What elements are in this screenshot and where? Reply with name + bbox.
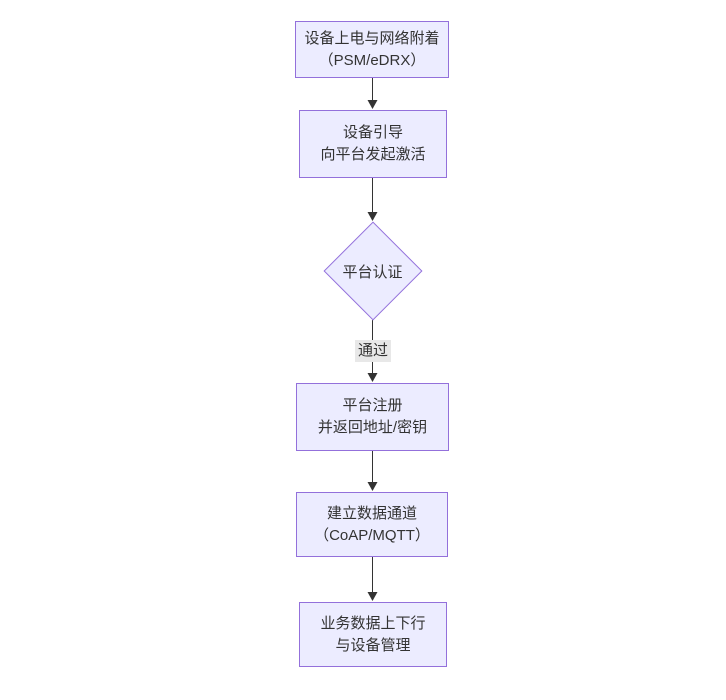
node-data-channel: 建立数据通道 （CoAP/MQTT） (296, 492, 448, 557)
node-power-attach-line1: 设备上电与网络附着 (304, 29, 440, 47)
node-bootstrap-line2: 向平台发起激活 (320, 146, 426, 163)
node-data-channel-line2: （CoAP/MQTT） (314, 526, 430, 544)
node-register-line2: 并返回地址/密钥 (317, 419, 428, 436)
node-bootstrap: 设备引导 向平台发起激活 (299, 110, 447, 178)
node-platform-auth-label: 平台认证 (342, 263, 403, 281)
node-power-attach: 设备上电与网络附着 （PSM/eDRX） (295, 21, 449, 78)
edge-register-to-channel (367, 451, 378, 491)
node-business: 业务数据上下行 与设备管理 (299, 602, 447, 667)
edge-power-to-bootstrap (367, 78, 378, 109)
edge-label-pass: 通过 (354, 340, 392, 362)
node-power-attach-line2: （PSM/eDRX） (318, 51, 426, 69)
node-bootstrap-line1: 设备引导 (342, 124, 403, 141)
node-platform-auth: 平台认证 (322, 221, 423, 321)
node-business-line2: 与设备管理 (335, 636, 411, 654)
node-business-line1: 业务数据上下行 (320, 614, 426, 632)
edge-channel-to-business (367, 557, 378, 601)
node-register-line1: 平台注册 (342, 397, 403, 414)
node-register: 平台注册 并返回地址/密钥 (296, 383, 449, 451)
node-data-channel-line1: 建立数据通道 (326, 504, 417, 522)
edge-bootstrap-to-auth (367, 178, 378, 221)
